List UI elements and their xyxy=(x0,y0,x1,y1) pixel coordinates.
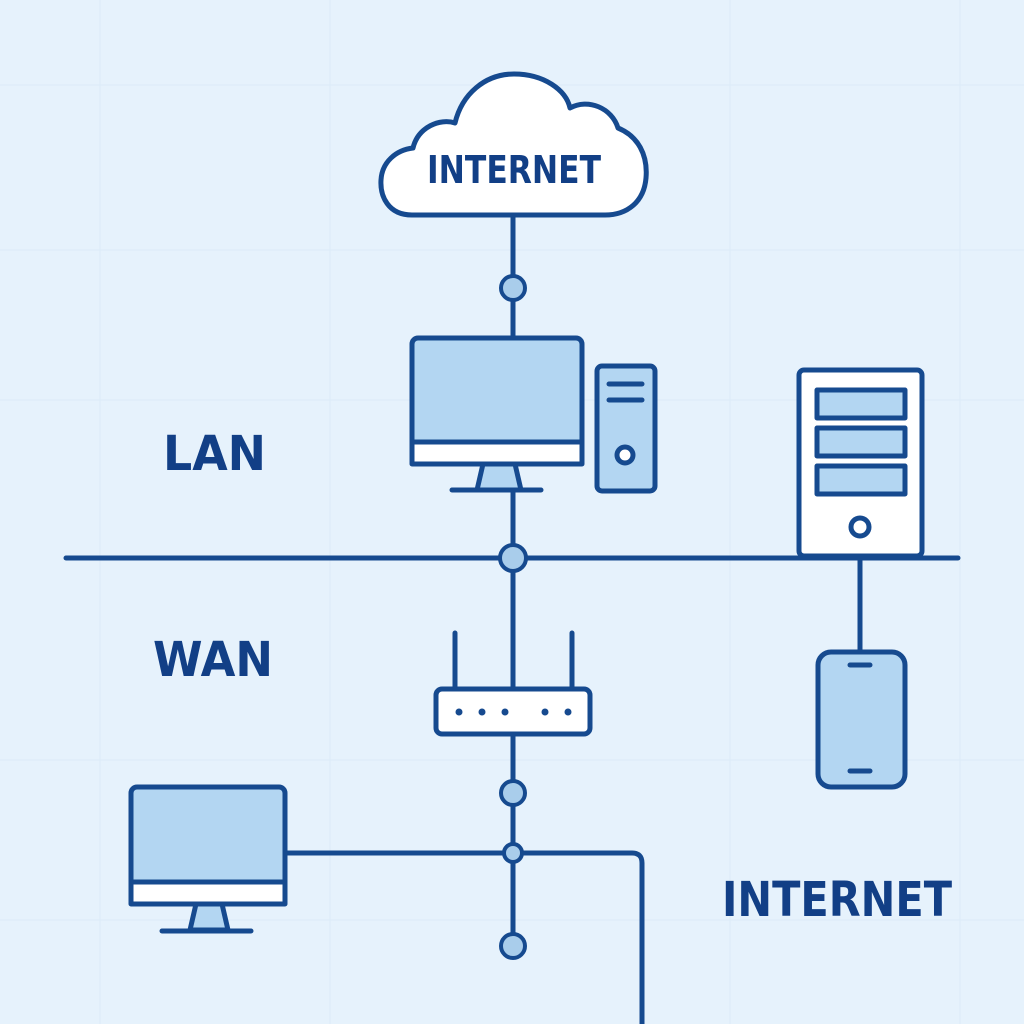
node-junction xyxy=(502,842,524,864)
router-leds xyxy=(455,708,572,716)
internet-drop-line xyxy=(510,850,645,1024)
router-icon xyxy=(433,630,593,737)
server-icon xyxy=(796,367,925,559)
node-bus xyxy=(498,543,528,573)
smartphone-icon xyxy=(815,649,908,790)
lan-label: LAN xyxy=(163,426,266,482)
node-bottom xyxy=(499,932,527,960)
internet-bottom-label: INTERNET xyxy=(722,872,952,928)
wan-label: WAN xyxy=(153,632,273,688)
desktop-computer-icon-2 xyxy=(128,784,288,934)
pc-tower-icon xyxy=(594,363,658,494)
node-upper xyxy=(499,274,527,302)
cloud-icon: INTERNET xyxy=(378,71,649,218)
connection-nodes xyxy=(498,274,528,960)
node-lower xyxy=(499,779,527,807)
cloud-label: INTERNET xyxy=(427,148,601,192)
desktop-computer-icon xyxy=(409,335,585,493)
